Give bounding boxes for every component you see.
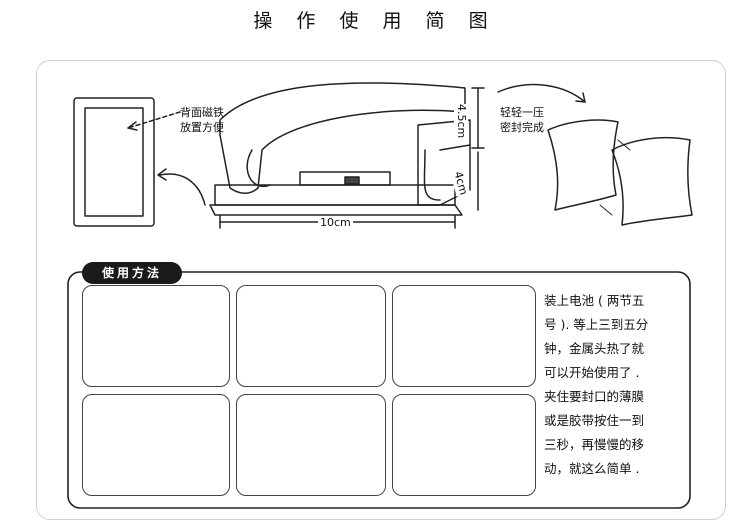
instructions-text: 装上电池 ( 两节五 号 ). 等上三到五分 钟，金属头热了就 可以开始使用了 … (544, 289, 694, 481)
magnet-note-line2: 放置方便 (180, 121, 224, 134)
press-note-line2: 密封完成 (500, 121, 544, 134)
fridge-outline (73, 97, 155, 227)
step-panel-1 (82, 285, 230, 387)
press-note-line1: 轻轻一压 (500, 106, 544, 119)
instruction-line: 可以开始使用了 . (544, 365, 640, 380)
instruction-line: 号 ). 等上三到五分 (544, 317, 649, 332)
dashed-arrow (127, 111, 181, 129)
press-arrow (497, 83, 586, 103)
instruction-line: 夹住要封口的薄膜 (544, 389, 645, 404)
usage-box (67, 271, 691, 509)
usage-heading: 使用方法 (82, 262, 182, 284)
instruction-line: 或是胶带按住一到 (544, 413, 645, 428)
instruction-line: 动，就这么简单 . (544, 461, 640, 476)
content-frame (36, 60, 726, 520)
instruction-line: 钟，金属头热了就 (544, 341, 645, 356)
magnet-note-line1: 背面磁铁 (180, 106, 224, 119)
sealer-arm (219, 82, 466, 194)
instruction-line: 三秒，再慢慢的移 (544, 437, 645, 452)
step-panel-4 (82, 394, 230, 496)
bag-left (547, 119, 619, 211)
page-title: 操 作 使 用 简 图 (253, 10, 497, 32)
sealer-base (214, 184, 456, 206)
step-panel-5 (236, 394, 386, 496)
step-panel-2 (236, 285, 386, 387)
bag-right (611, 136, 693, 226)
dim-width-label: 10cm (318, 216, 353, 230)
dim-height-label: 4.5cm (454, 104, 468, 139)
step-panel-3 (392, 285, 536, 387)
instruction-line: 装上电池 ( 两节五 (544, 293, 645, 308)
step-panel-6 (392, 394, 536, 496)
curve-arrow (159, 173, 206, 206)
fridge-door (84, 107, 144, 217)
